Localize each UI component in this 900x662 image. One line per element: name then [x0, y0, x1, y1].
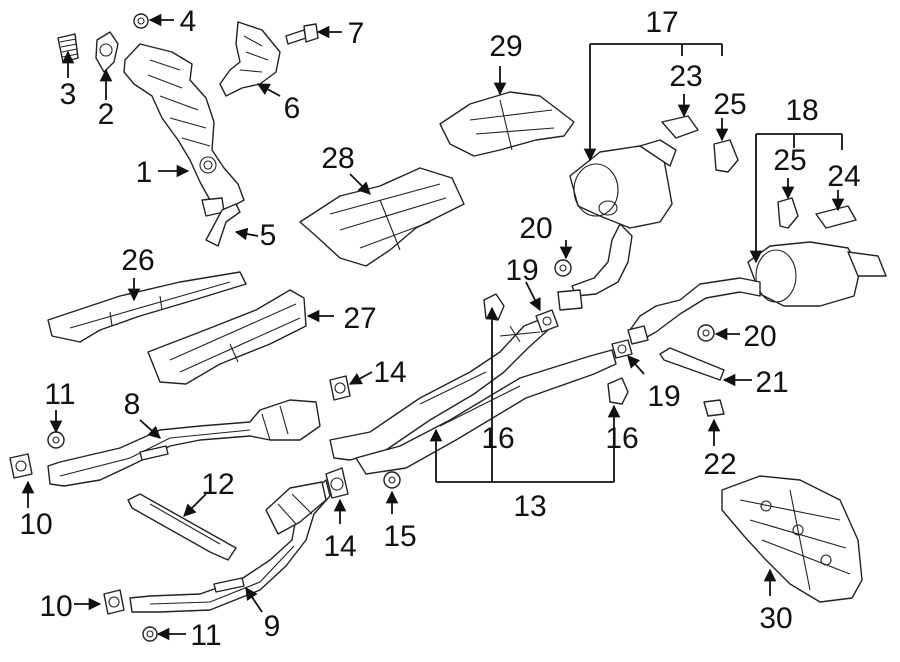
callout-15: 15: [383, 520, 416, 553]
front-pipe-part-upper: [47, 399, 321, 487]
callout-10-lower: 10: [39, 590, 72, 623]
bracket-part: [205, 203, 241, 247]
callout-26: 26: [121, 244, 154, 277]
converter-gasket-part-upper: [329, 375, 351, 401]
muffler-gasket-part-right: [611, 339, 633, 359]
muffler-bracket-part-right: [815, 205, 857, 229]
rubber-hanger-part-right: [607, 377, 629, 405]
callout-22: 22: [703, 448, 736, 481]
callout-14-lower: 14: [323, 530, 356, 563]
flange-gasket-part-upper: [9, 453, 33, 479]
callout-23: 23: [669, 60, 702, 93]
callout-16-right: 16: [605, 422, 638, 455]
rubber-hanger-part-left: [483, 293, 505, 321]
muffler-hanger-bracket-part: [661, 115, 699, 139]
nut-part: [133, 13, 149, 29]
center-y-pipe-part: [329, 317, 617, 475]
callout-12: 12: [201, 468, 234, 501]
manifold-heat-shield-part: [219, 21, 281, 97]
callout-5: 5: [260, 219, 277, 252]
muffler-hanger-part-right: [777, 197, 799, 229]
right-muffler-part: [627, 241, 887, 345]
callout-13: 13: [513, 490, 546, 523]
nut-part-upper: [47, 431, 65, 449]
callout-8: 8: [124, 388, 141, 421]
callout-3: 3: [60, 78, 77, 111]
rear-bracket-part: [659, 347, 725, 381]
center-heat-shield-part: [147, 289, 307, 385]
callout-18: 18: [785, 94, 818, 127]
nut-part-left-muffler: [554, 259, 572, 277]
callout-24: 24: [827, 160, 860, 193]
callout-1: 1: [136, 156, 153, 189]
nut-part-right-muffler: [697, 324, 715, 342]
callout-14-upper: 14: [373, 356, 406, 389]
callout-9: 9: [264, 610, 281, 643]
pipe-bracket-part: [127, 493, 237, 561]
callout-19-right: 19: [647, 380, 680, 413]
callout-7: 7: [348, 17, 365, 50]
leader-lines: [21, 13, 845, 641]
left-muffler-part: [557, 139, 677, 311]
callout-19-left: 19: [505, 254, 538, 287]
callout-20-right: 20: [743, 320, 776, 353]
callout-11-upper: 11: [44, 378, 75, 411]
nut-part-lower: [142, 626, 158, 642]
callout-11-lower: 11: [190, 619, 221, 652]
catalytic-converter-manifold-part: [123, 43, 245, 217]
callout-25-left: 25: [713, 88, 746, 121]
floor-heat-shield-part: [299, 167, 465, 267]
bolt-part: [285, 23, 319, 45]
rear-skid-plate-part: [721, 475, 863, 603]
callout-20-left: 20: [519, 212, 552, 245]
callout-25-right: 25: [773, 144, 806, 177]
muffler-gasket-part-left: [535, 309, 559, 333]
callout-21: 21: [755, 366, 788, 399]
callout-30: 30: [759, 602, 792, 635]
grommet-part: [703, 399, 725, 417]
rear-heat-shield-part: [439, 91, 575, 157]
callout-17: 17: [645, 6, 678, 39]
tunnel-heat-shield-part: [47, 271, 247, 343]
flange-gasket-part-lower: [103, 589, 125, 615]
callout-16-left: 16: [481, 422, 514, 455]
front-pipe-part-lower: [129, 479, 331, 613]
callout-10-upper: 10: [19, 508, 52, 541]
callout-27: 27: [343, 302, 376, 335]
converter-gasket-part-lower: [325, 467, 349, 499]
callout-labels: 1 2 3 4 5 6 7 8 9 10 10 11 11 12 13 14 1…: [19, 5, 860, 652]
callout-28: 28: [321, 142, 354, 175]
callout-29: 29: [489, 30, 522, 63]
callout-2: 2: [98, 98, 115, 131]
callout-6: 6: [284, 92, 301, 125]
callout-4: 4: [180, 5, 197, 38]
muffler-hanger-part-left: [713, 139, 739, 173]
manifold-gasket-part: [95, 31, 119, 73]
nut-part-center: [383, 471, 401, 489]
